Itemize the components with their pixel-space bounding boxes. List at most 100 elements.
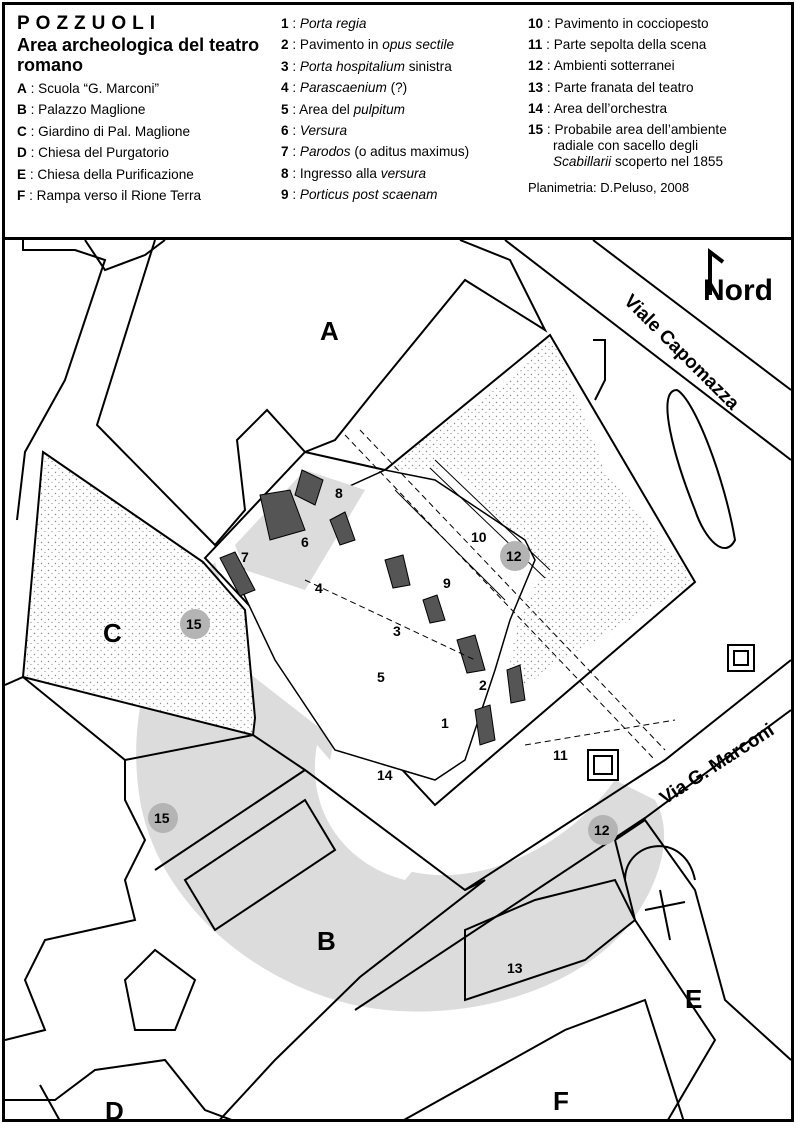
legend-item-E: E : Chiesa della Purificazione <box>17 166 194 182</box>
block-left-strip <box>16 240 107 521</box>
square-11 <box>587 749 619 781</box>
map-credit: Planimetria: D.Peluso, 2008 <box>528 180 690 196</box>
circle-15-upper <box>180 609 210 639</box>
legend-item-10: 10 : Pavimento in cocciopesto <box>528 16 709 31</box>
label-D: D <box>105 1096 124 1122</box>
legend-item-15: 15 : Probabile area dell’ambiente radial… <box>528 122 727 170</box>
street-via-marconi: Via G. Marconi <box>656 720 778 809</box>
label-3: 3 <box>393 623 401 639</box>
legend-item-11: 11 : Parte sepolta della scena <box>528 37 707 53</box>
wall-7 <box>219 551 256 597</box>
label-12-lower: 12 <box>594 822 610 838</box>
wall-6b <box>329 511 356 546</box>
north-indicator: Nord <box>703 274 773 307</box>
label-E: E <box>685 984 702 1014</box>
pool-rectangle <box>183 798 337 932</box>
garden-area <box>21 450 257 737</box>
dashed-1 <box>344 434 656 761</box>
portico-line-1 <box>434 459 551 571</box>
circle-12-upper <box>500 541 530 571</box>
wall-remains <box>219 469 526 746</box>
cross-D <box>25 1084 61 1119</box>
small-square-right <box>727 644 755 672</box>
label-C: C <box>103 618 122 648</box>
small-square-right-inner <box>733 650 749 666</box>
legend-item-2: 2 : Pavimento in opus sectile <box>281 37 455 53</box>
legend-column-features-1: 1 : Porta regia 2 : Pavimento in opus se… <box>281 13 531 206</box>
circle-15-lower <box>148 803 178 833</box>
label-15-lower: 15 <box>154 810 170 826</box>
label-5: 5 <box>377 669 385 685</box>
street-marconi-edge <box>354 709 791 1011</box>
street-viale-capomazza: Viale Capomazza <box>619 291 743 415</box>
wall-8 <box>294 469 324 506</box>
circle-12-lower <box>588 815 618 845</box>
legend-item-1: 1 : Porta regia <box>281 16 367 31</box>
dashed-3 <box>304 579 476 661</box>
label-7: 7 <box>241 549 249 565</box>
site-plan-svg: A B C D E F 1 2 3 4 5 6 7 8 9 10 11 12 1… <box>5 240 791 1122</box>
street-capomazza-edge2 <box>592 240 791 391</box>
legend-item-C: C : Giardino di Pal. Maglione <box>17 123 191 139</box>
dashed-alignments <box>304 429 676 761</box>
block-13-outline <box>464 878 637 1002</box>
radial-area-markers <box>148 541 618 845</box>
site-plan: A B C D E F 1 2 3 4 5 6 7 8 9 10 11 12 1… <box>5 240 791 1122</box>
dashed-2 <box>359 429 666 751</box>
orchestra-white-arc <box>314 745 415 880</box>
label-12-upper: 12 <box>506 548 522 564</box>
legend-item-3: 3 : Porta hospitalium sinistra <box>281 58 452 74</box>
label-6: 6 <box>301 534 309 550</box>
wall-2c <box>506 664 526 704</box>
legend-panel: POZZUOLI Area archeologica del teatro ro… <box>5 5 791 240</box>
wall-9a <box>384 554 411 589</box>
wall-6a <box>259 489 306 541</box>
legend-item-9: 9 : Porticus post scaenam <box>281 187 438 203</box>
enclosure-outline <box>203 333 697 807</box>
legend-column-buildings: POZZUOLI Area archeologica del teatro ro… <box>17 13 279 206</box>
viale-island <box>666 388 737 550</box>
label-F: F <box>553 1086 569 1116</box>
label-1: 1 <box>441 715 449 731</box>
label-13: 13 <box>507 960 523 976</box>
legend-item-A: A : Scuola “G. Marconi” <box>17 81 160 96</box>
small-block-bottom-left <box>123 948 197 1031</box>
block-F-outline <box>403 998 685 1119</box>
theatre-cavea-area <box>136 562 665 1012</box>
square-11-inner <box>593 755 613 775</box>
buildings-list: A : Scuola “G. Marconi” B : Palazzo Magl… <box>17 78 279 206</box>
label-11: 11 <box>553 747 568 763</box>
cross-E <box>644 889 686 941</box>
legend-item-13: 13 : Parte franata del teatro <box>528 79 694 95</box>
church-crosses <box>25 889 686 1119</box>
legend-item-D: D : Chiesa del Purgatorio <box>17 145 169 161</box>
block-B-inner <box>154 769 306 871</box>
label-B: B <box>317 926 336 956</box>
capomazza-ramp <box>593 339 606 401</box>
portico-line-3 <box>394 489 506 601</box>
block-left-road <box>84 240 166 272</box>
label-14: 14 <box>377 767 393 783</box>
legend-item-7: 7 : Parodos (o aditus maximus) <box>281 144 470 160</box>
label-A: A <box>320 316 339 346</box>
label-15-upper: 15 <box>186 616 202 632</box>
label-2: 2 <box>479 677 487 693</box>
legend-item-4: 4 : Parascaenium (?) <box>281 80 408 96</box>
legend-item-F: F : Rampa verso il Rione Terra <box>17 188 202 204</box>
left-blocks <box>5 675 147 1041</box>
label-10: 10 <box>471 529 487 545</box>
label-9: 9 <box>443 575 451 591</box>
church-E-apse <box>624 845 696 881</box>
legend-item-12: 12 : Ambienti sotterranei <box>528 58 675 74</box>
block-B-outline <box>124 733 486 1119</box>
street-marconi-edge2 <box>464 659 791 891</box>
wall-2b <box>474 704 496 746</box>
north-arrow-mark <box>708 247 725 295</box>
legend-item-14: 14 : Area dell’orchestra <box>528 100 668 116</box>
wall-2a <box>456 634 486 674</box>
label-4: 4 <box>315 580 323 596</box>
map-title: Area archeologica del teatro romano <box>17 35 260 75</box>
label-8: 8 <box>335 485 343 501</box>
street-capomazza-edge <box>504 240 791 461</box>
